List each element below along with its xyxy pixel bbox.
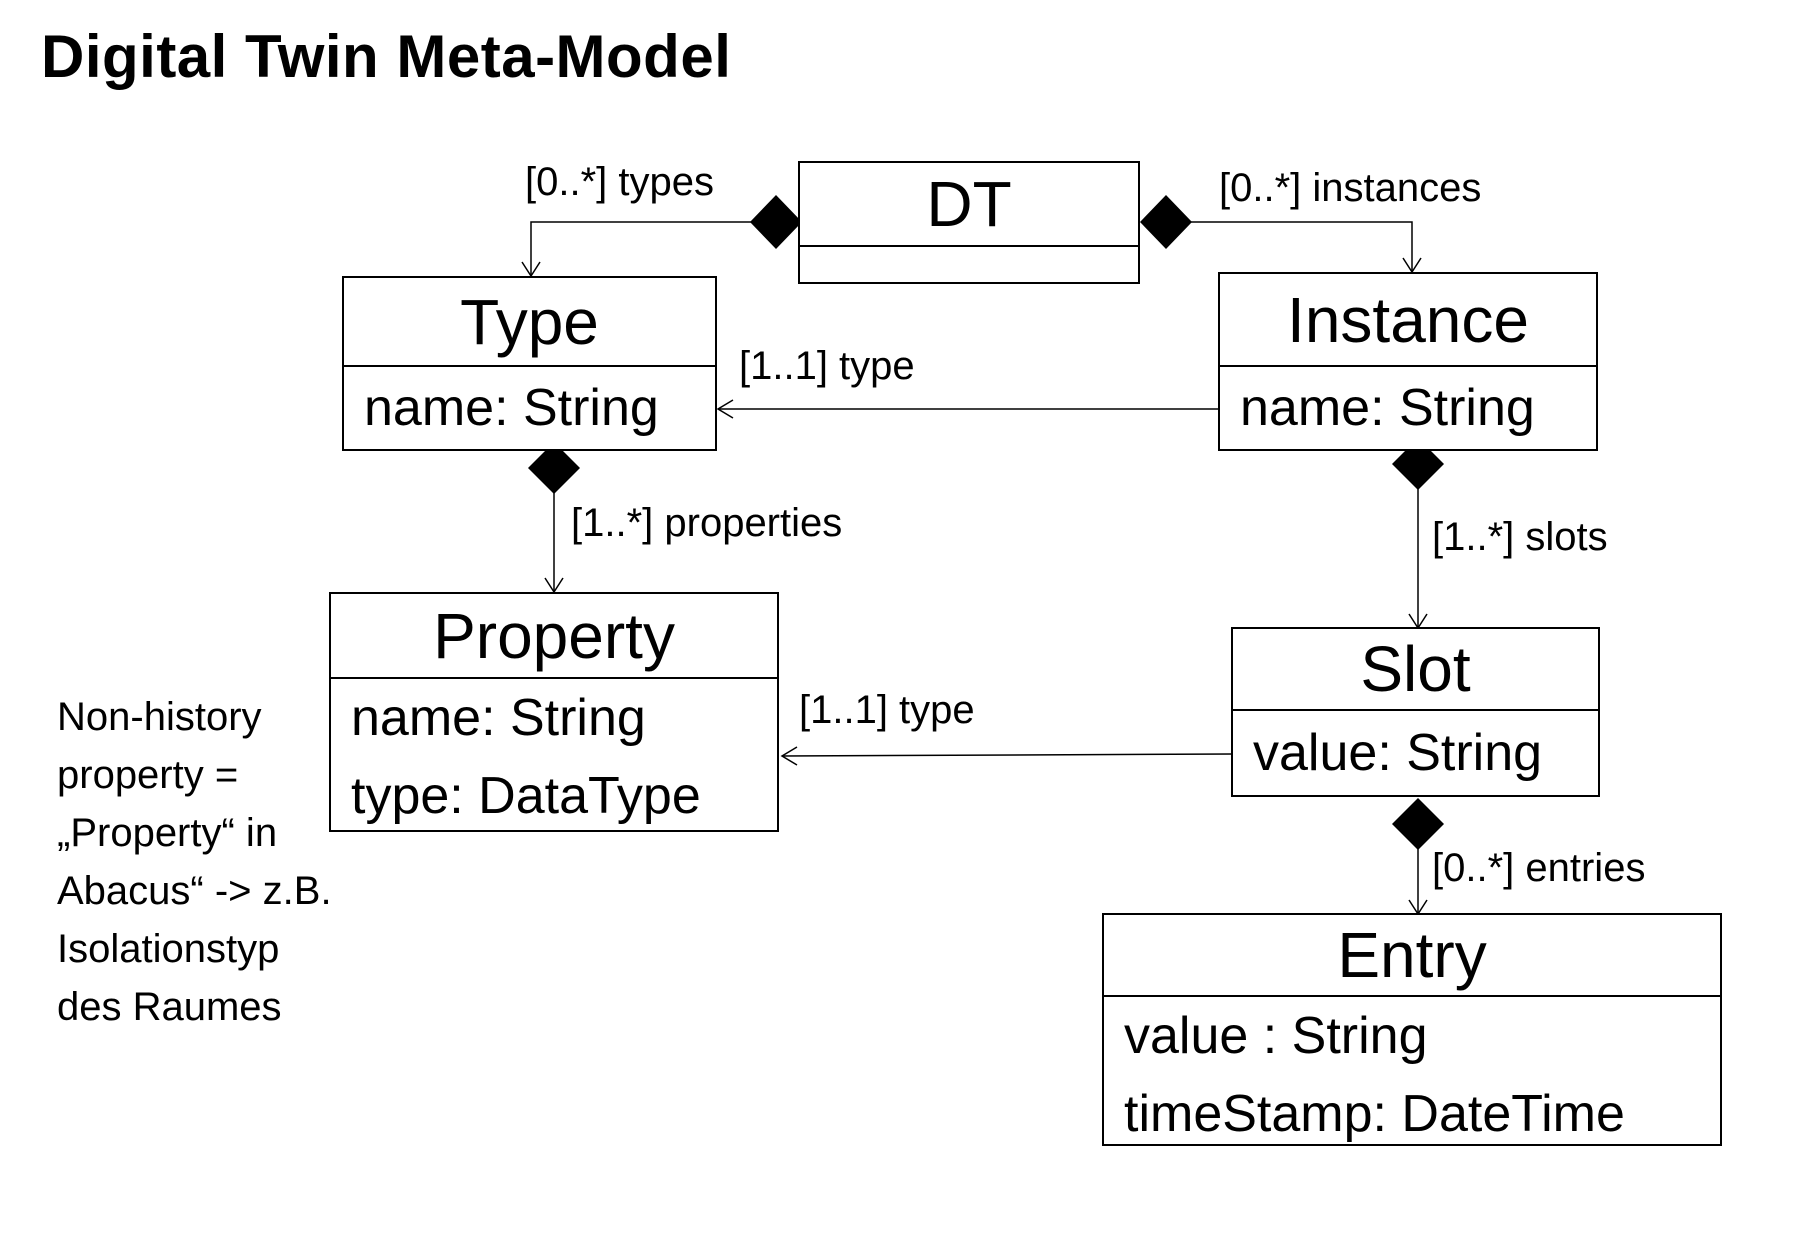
entry-attribute-value: value : String — [1124, 1007, 1428, 1065]
instances-label: [0..*] instances — [1219, 166, 1482, 210]
entry-class-name: Entry — [1104, 915, 1720, 997]
type-attribute-name: name: String — [364, 379, 659, 437]
property-class-box: Property name: String type: DataType — [329, 592, 779, 832]
property-attribute-name: name: String — [351, 689, 646, 747]
type-class-box: Type name: String — [342, 276, 717, 451]
property-class-name: Property — [331, 594, 777, 679]
instance-attribute-name: name: String — [1240, 379, 1535, 437]
entry-attributes: value : String timeStamp: DateTime — [1104, 997, 1720, 1153]
instances-association-line — [1165, 221, 1413, 272]
note-line: property = — [57, 753, 239, 797]
slots-label: [1..*] slots — [1432, 515, 1608, 559]
entries-label: [0..*] entries — [1432, 846, 1646, 890]
property-attributes: name: String type: DataType — [331, 679, 777, 835]
side-note: Non-history property = „Property“ in Aba… — [57, 688, 332, 1036]
instance-class-name: Instance — [1220, 274, 1596, 367]
types-label: [0..*] types — [525, 160, 714, 204]
instance-attributes: name: String — [1220, 367, 1596, 449]
entry-class-box: Entry value : String timeStamp: DateTime — [1102, 913, 1722, 1146]
entries-composition-diamond — [1392, 798, 1444, 850]
properties-composition-diamond — [528, 442, 580, 494]
type-attributes: name: String — [344, 367, 715, 449]
properties-label: [1..*] properties — [571, 501, 843, 545]
slot-class-box: Slot value: String — [1231, 627, 1600, 797]
property-attribute-type: type: DataType — [351, 767, 701, 825]
types-association-line — [530, 221, 778, 276]
instance-type-arrowhead — [716, 399, 734, 419]
dt-class-name: DT — [800, 163, 1138, 247]
instances-composition-diamond — [1140, 195, 1192, 249]
slot-class-name: Slot — [1233, 629, 1598, 711]
note-line: „Property“ in — [57, 811, 278, 855]
type-class-name: Type — [344, 278, 715, 367]
note-line: Non-history — [57, 695, 262, 739]
slot-type-label: [1..1] type — [799, 688, 975, 732]
slots-composition-diamond — [1392, 438, 1444, 490]
note-line: Abacus“ -> z.B. — [57, 869, 332, 913]
instance-class-box: Instance name: String — [1218, 272, 1598, 451]
slot-attributes: value: String — [1233, 711, 1598, 795]
diagram-title: Digital Twin Meta-Model — [41, 23, 732, 90]
slot-attribute-value: value: String — [1253, 724, 1543, 782]
note-line: Isolationstyp — [57, 927, 280, 971]
dt-class-box: DT — [798, 161, 1140, 284]
slot-type-arrowhead — [780, 746, 798, 766]
slot-type-association-line — [781, 753, 1234, 757]
dt-attributes — [800, 247, 1138, 282]
instance-type-label: [1..1] type — [739, 344, 915, 388]
types-composition-diamond — [750, 195, 802, 249]
entry-attribute-timestamp: timeStamp: DateTime — [1124, 1085, 1625, 1143]
note-line: des Raumes — [57, 985, 282, 1029]
